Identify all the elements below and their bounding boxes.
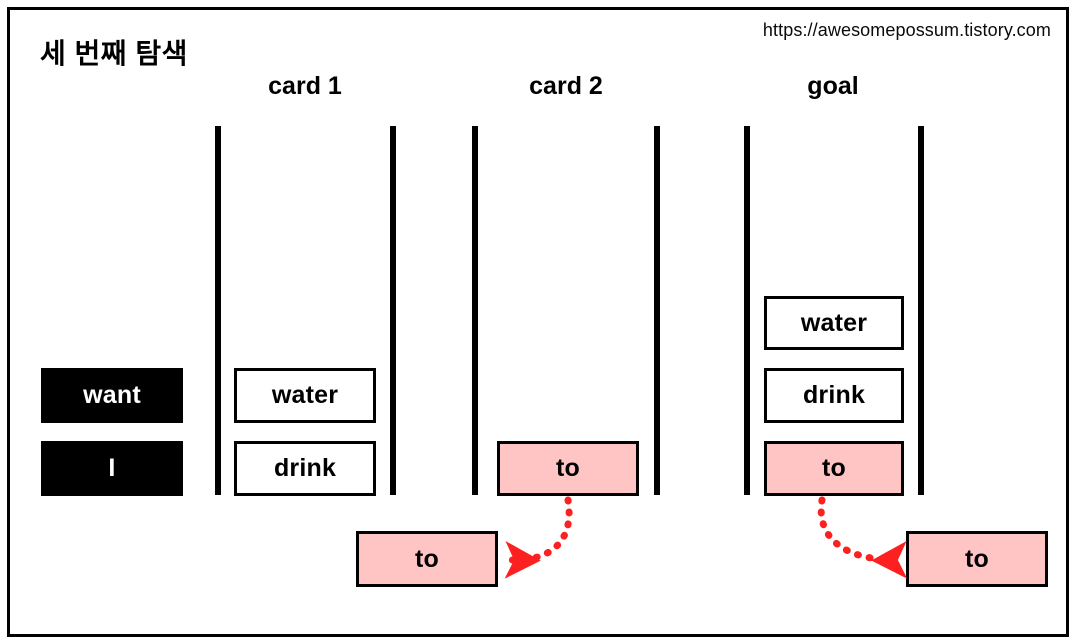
- goal-right-bar: [918, 126, 924, 495]
- goal-left-bar: [744, 126, 750, 495]
- column-header-goal: goal: [807, 72, 859, 100]
- page-title: 세 번째 탐색: [40, 38, 188, 69]
- card1-right-bar: [390, 126, 396, 495]
- stack-box-want: want: [41, 368, 183, 423]
- goal-box-drink: drink: [764, 368, 904, 423]
- goal-box-to: to: [764, 441, 904, 496]
- card2-left-bar: [472, 126, 478, 495]
- card1-box-water: water: [234, 368, 376, 423]
- column-header-card2: card 2: [529, 72, 603, 100]
- result-box-card1-to: to: [356, 531, 498, 587]
- card2-box-to: to: [497, 441, 639, 496]
- goal-box-water: water: [764, 296, 904, 350]
- result-box-goal-to: to: [906, 531, 1048, 587]
- card2-right-bar: [654, 126, 660, 495]
- column-header-card1: card 1: [268, 72, 342, 100]
- outer-frame: [7, 7, 1069, 637]
- site-url-watermark: https://awesomepossum.tistory.com: [762, 20, 1051, 40]
- stack-box-i: I: [41, 441, 183, 496]
- card1-left-bar: [215, 126, 221, 495]
- card1-box-drink: drink: [234, 441, 376, 496]
